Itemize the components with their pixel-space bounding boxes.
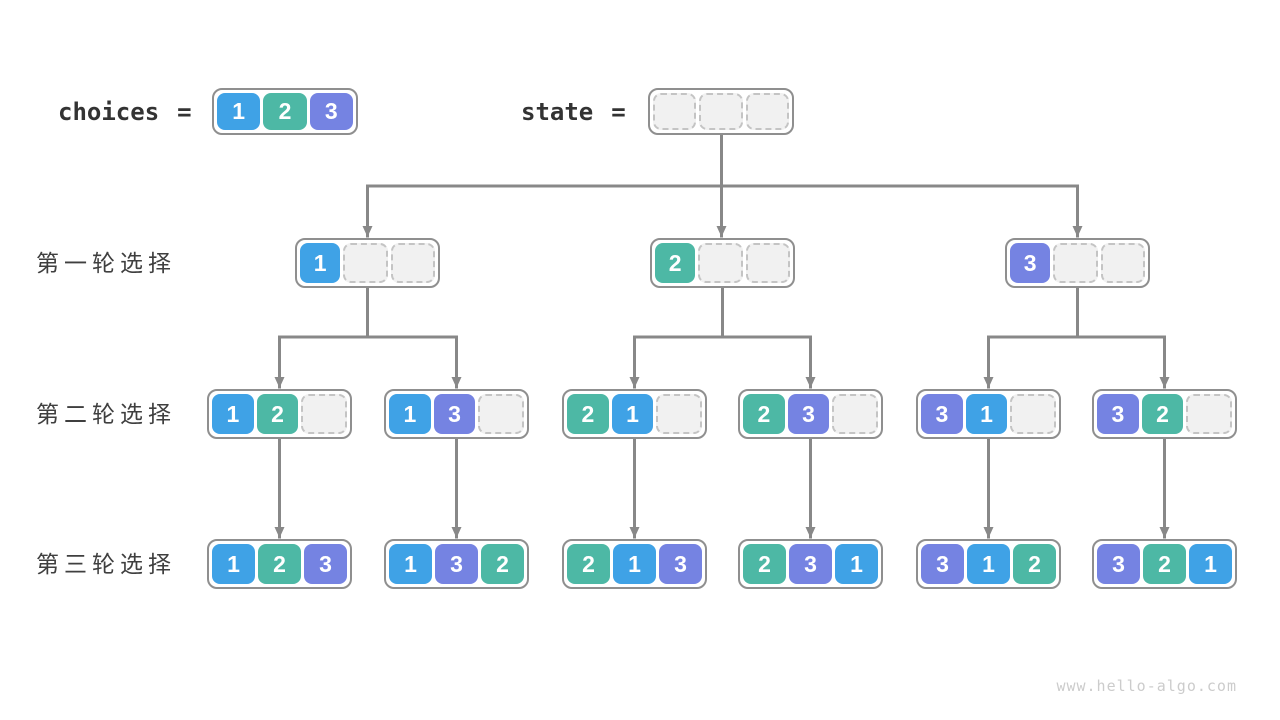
choice-cell-3: 3 [435,544,478,584]
empty-slot-cell [698,243,743,283]
choice-cell-2: 2 [1141,394,1184,434]
choice-cell-1: 1 [389,544,432,584]
choice-cell-1: 1 [835,544,878,584]
choice-cell-2: 2 [258,544,301,584]
state-equals-sign: = [611,97,626,126]
empty-slot-cell [745,93,789,130]
empty-slot-cell [1100,243,1145,283]
choice-cell-1: 1 [967,544,1010,584]
choice-cell-1: 1 [212,544,255,584]
state-node-round1-1: 1 [295,238,440,288]
choice-cell-2: 2 [263,93,307,130]
choice-cell-1: 1 [613,544,656,584]
empty-slot-cell [832,394,879,434]
choice-cell-1: 1 [212,394,254,434]
choices-label: choices = [58,88,192,135]
choice-cell-3: 3 [1010,243,1051,283]
choice-cell-2: 2 [743,544,786,584]
choice-cell-2: 2 [481,544,524,584]
state-label-text: state [521,97,594,126]
empty-slot-cell [301,394,348,434]
choice-cell-1: 1 [300,243,341,283]
state-node-round1-2: 2 [650,238,795,288]
empty-slot-cell [390,243,435,283]
watermark: www.hello-algo.com [1056,677,1237,695]
choice-cell-1: 1 [611,394,654,434]
empty-slot-cell [1186,394,1233,434]
choice-cell-3: 3 [659,544,702,584]
empty-slot-cell [343,243,388,283]
empty-slot-cell [653,93,697,130]
empty-slot-cell [1053,243,1098,283]
choice-cell-1: 1 [389,394,431,434]
empty-slot-cell [656,394,703,434]
choice-cell-3: 3 [921,394,963,434]
choice-cell-3: 3 [433,394,476,434]
choice-cell-2: 2 [567,544,610,584]
choice-cell-1: 1 [965,394,1008,434]
round-2-label: 第二轮选择 [36,401,176,427]
choice-cell-3: 3 [304,544,347,584]
choice-cell-3: 3 [1097,544,1140,584]
choice-cell-3: 3 [1097,394,1139,434]
choice-cell-2: 2 [567,394,609,434]
empty-slot-cell [1010,394,1057,434]
state-node-round1-3: 3 [1005,238,1150,288]
choice-cell-3: 3 [309,93,353,130]
empty-slot-cell [699,93,743,130]
empty-slot-cell [745,243,790,283]
choice-cell-3: 3 [921,544,964,584]
round-3-label: 第三轮选择 [36,551,176,577]
choices-label-text: choices [58,97,160,126]
choice-cell-2: 2 [655,243,696,283]
state-array-node [648,88,794,135]
round-1-label: 第一轮选择 [36,250,176,276]
choices-equals-sign: = [177,97,192,126]
choice-cell-2: 2 [743,394,785,434]
empty-slot-cell [478,394,525,434]
choice-cell-2: 2 [1013,544,1056,584]
choice-cell-2: 2 [1143,544,1186,584]
choice-cell-1: 1 [217,93,261,130]
choice-cell-3: 3 [787,394,830,434]
choice-cell-1: 1 [1189,544,1232,584]
choice-cell-2: 2 [256,394,299,434]
choice-cell-3: 3 [789,544,832,584]
state-label: state = [521,88,626,135]
